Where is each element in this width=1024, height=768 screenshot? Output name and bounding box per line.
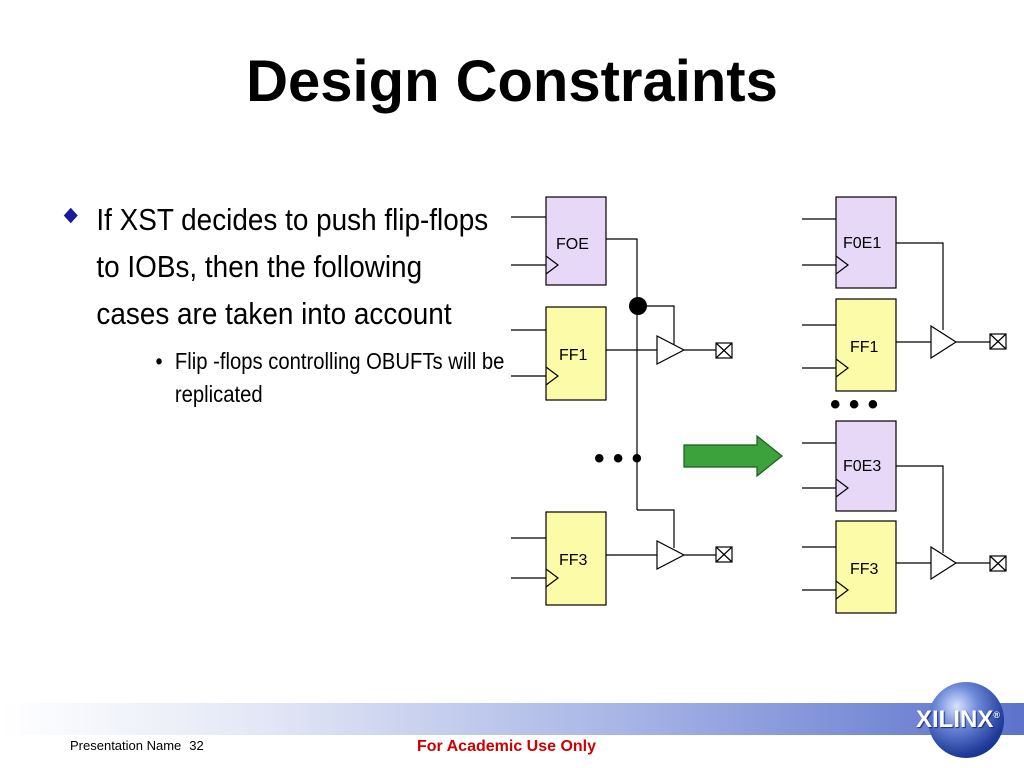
- block-foe: [545, 196, 607, 286]
- output-pad-1-right: [989, 333, 1007, 350]
- obuft-buffer-1-left: [656, 335, 686, 365]
- label-ff1-left: FF1: [559, 347, 588, 364]
- ellipsis-right: • • •: [830, 388, 878, 421]
- logo-wordmark: XILINX: [916, 706, 994, 733]
- bullet-list: If XST decides to push flip-flops to IOB…: [63, 196, 504, 411]
- junction-dot: [629, 297, 647, 315]
- logo-registered-mark: ®: [993, 710, 1000, 720]
- label-ff3-right: FF3: [850, 561, 879, 578]
- bullet-item-main: If XST decides to push flip-flops to IOB…: [63, 196, 492, 337]
- label-ff1-right: FF1: [850, 339, 879, 356]
- block-ff3-right: [835, 520, 897, 614]
- sub-bullet-dot: •: [155, 348, 163, 374]
- obuft-buffer-3-left: [656, 540, 686, 570]
- presentation-name: Presentation Name: [70, 738, 182, 753]
- bullet-main-text: If XST decides to push flip-flops to IOB…: [96, 202, 489, 331]
- bullet-sub-text: Flip -flops controlling OBUFTs will be r…: [174, 348, 505, 407]
- xilinx-globe-logo-icon: [928, 682, 1004, 758]
- footer-academic-notice: For Academic Use Only: [417, 738, 597, 755]
- footer-presentation-info: Presentation Name 32: [70, 738, 204, 753]
- slide-title: Design Constraints: [246, 49, 778, 114]
- output-pad-3-right: [989, 555, 1007, 572]
- obuft-buffer-1-right: [930, 324, 958, 360]
- bullet-item-sub: • Flip -flops controlling OBUFTs will be…: [64, 345, 509, 411]
- footer-gradient-bar: [0, 703, 1024, 735]
- xilinx-logo-text: XILINX®: [916, 706, 1000, 734]
- page-number: 32: [189, 738, 204, 753]
- label-foe: FOE: [556, 236, 589, 253]
- label-f0e3: F0E3: [843, 458, 881, 475]
- label-ff3-left: FF3: [559, 552, 588, 569]
- block-f0e1: [835, 196, 897, 289]
- ellipsis-left: • • •: [594, 442, 642, 475]
- obuft-buffer-3-right: [930, 545, 958, 581]
- block-ff1-right: [835, 298, 897, 392]
- output-pad-3-left: [715, 546, 733, 563]
- block-ff1-left: [545, 306, 607, 401]
- output-pad-1-left: [715, 342, 733, 359]
- right-arrow-icon: [683, 434, 783, 478]
- block-f0e3: [835, 420, 897, 512]
- label-f0e1: F0E1: [843, 235, 881, 252]
- block-ff3-left: [545, 511, 607, 606]
